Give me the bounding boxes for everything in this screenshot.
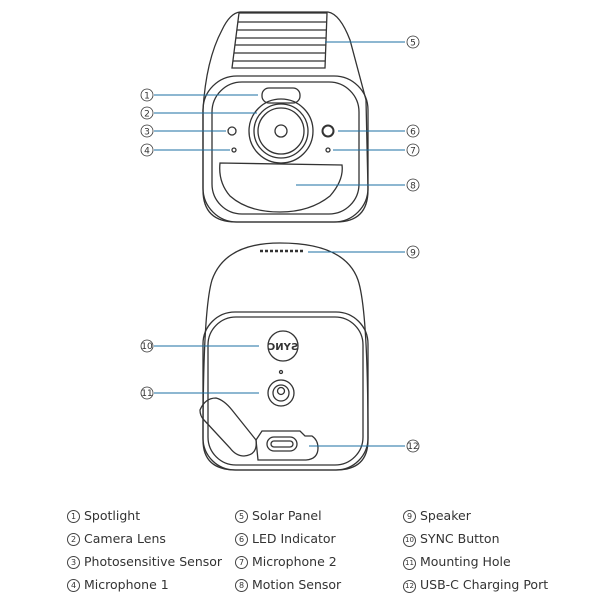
- strap: [199, 397, 257, 457]
- legend-item: 7 Microphone 2: [235, 554, 337, 569]
- legend-num: 6: [235, 533, 248, 546]
- legend-item: 1 Spotlight: [67, 508, 140, 523]
- legend-num: 1: [67, 510, 80, 523]
- usb-c-port-inner: [270, 440, 294, 448]
- back-view: SYNC: [199, 242, 369, 471]
- microphone-1: [231, 147, 237, 153]
- usb-c-cover: [255, 430, 319, 461]
- legend-num: 2: [67, 533, 80, 546]
- solar-panel: [231, 12, 328, 69]
- led-indicator: [321, 124, 335, 138]
- legend-num: 12: [403, 580, 416, 593]
- legend-label: USB-C Charging Port: [420, 577, 549, 592]
- photosensitive-sensor: [227, 126, 237, 136]
- legend-item: 3 Photosensitive Sensor: [67, 554, 222, 569]
- back-body-outline: [202, 242, 369, 471]
- usb-c-port: [266, 436, 298, 452]
- sync-label: SYNC: [268, 342, 298, 353]
- sync-button[interactable]: [267, 330, 299, 362]
- callout-5: 5: [410, 39, 416, 49]
- callout-3: 3: [144, 128, 150, 138]
- front-view: [202, 11, 369, 223]
- callout-2: 2: [144, 110, 150, 120]
- callouts: 1 2 3 4 5 6 7 8 9 10 11 12: [140, 35, 420, 453]
- callout-10: 10: [141, 342, 153, 352]
- motion-sensor: [219, 162, 343, 213]
- legend-item: 2 Camera Lens: [67, 531, 166, 546]
- legend-label: Microphone 1: [84, 577, 169, 592]
- legend-num: 8: [235, 579, 248, 592]
- legend-label: Spotlight: [84, 508, 141, 523]
- callout-6: 6: [410, 128, 416, 138]
- legend-label: Microphone 2: [252, 554, 337, 569]
- legend-num: 9: [403, 510, 416, 523]
- legend-num: 4: [67, 579, 80, 592]
- legend-label: Photosensitive Sensor: [84, 554, 223, 569]
- spotlight: [261, 87, 301, 104]
- legend-item: 10 SYNC Button: [403, 531, 500, 547]
- camera-diagram: SYNC 1 2 3 4 5 6 7 8 9 10 11 1: [140, 11, 420, 471]
- legend-num: 11: [403, 557, 416, 570]
- back-panel-inner: [207, 316, 364, 466]
- status-dot: [278, 369, 284, 375]
- legend-num: 5: [235, 510, 248, 523]
- legend-label: Mounting Hole: [420, 554, 511, 569]
- microphone-2: [325, 147, 331, 153]
- legend-item: 12 USB-C Charging Port: [403, 577, 548, 593]
- legend-item: 4 Microphone 1: [67, 577, 169, 592]
- legend-item: 11 Mounting Hole: [403, 554, 511, 570]
- legend-label: SYNC Button: [420, 531, 500, 546]
- legend-label: Speaker: [420, 508, 471, 523]
- legend-item: 9 Speaker: [403, 508, 471, 523]
- front-body-outline: [202, 11, 369, 223]
- legend-label: Camera Lens: [84, 531, 166, 546]
- legend-item: 5 Solar Panel: [235, 508, 322, 523]
- mounting-hole: [267, 379, 295, 407]
- legend-label: LED Indicator: [252, 531, 336, 546]
- legend-item: 8 Motion Sensor: [235, 577, 341, 592]
- callout-11: 11: [141, 389, 152, 399]
- legend-item: 6 LED Indicator: [235, 531, 336, 546]
- callout-8: 8: [410, 182, 416, 192]
- camera-lens: [248, 98, 314, 164]
- callout-7: 7: [410, 147, 416, 157]
- callout-4: 4: [144, 147, 150, 157]
- callout-12: 12: [407, 442, 418, 452]
- front-face-outer: [202, 75, 369, 223]
- leader-lines: [154, 41, 405, 447]
- back-panel: [202, 311, 369, 471]
- front-face-inner: [211, 81, 360, 215]
- legend-num: 10: [403, 534, 416, 547]
- legend-num: 7: [235, 556, 248, 569]
- callout-1: 1: [144, 92, 150, 102]
- callout-9: 9: [410, 249, 416, 259]
- legend-label: Motion Sensor: [252, 577, 342, 592]
- legend-num: 3: [67, 556, 80, 569]
- legend-label: Solar Panel: [252, 508, 322, 523]
